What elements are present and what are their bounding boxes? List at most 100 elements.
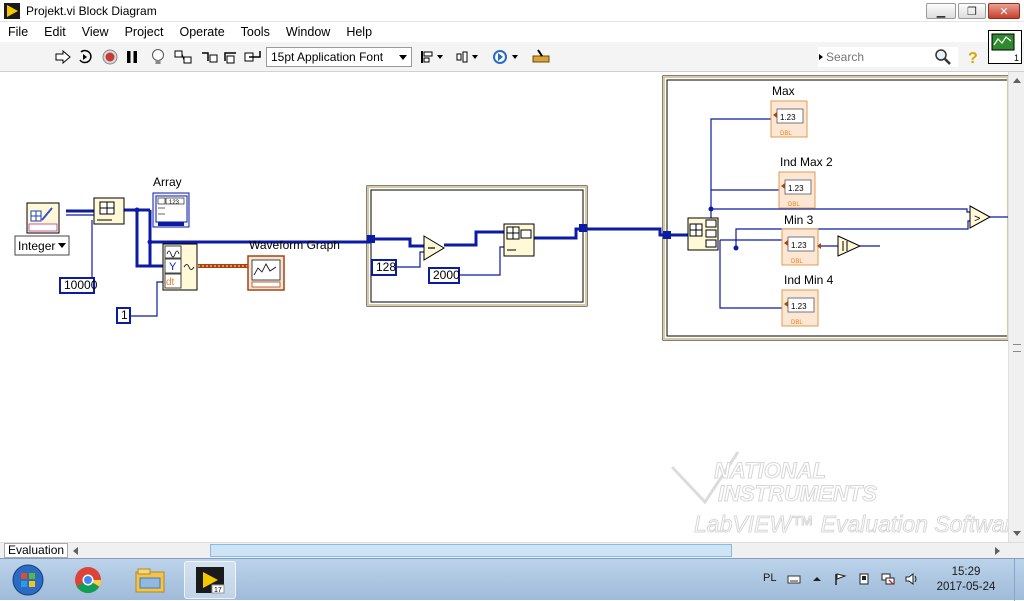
close-button[interactable]: ✕: [988, 3, 1020, 19]
dt-constant[interactable]: 1: [116, 307, 131, 324]
waveform-graph-terminal[interactable]: [247, 255, 285, 291]
menu-view[interactable]: View: [81, 25, 109, 39]
ind-max2-glyph: 1.23: [788, 184, 804, 193]
pause-icon[interactable]: [123, 48, 141, 66]
tunnels: [134, 206, 739, 251]
min3-label[interactable]: Min 3: [784, 213, 814, 227]
initialize-array-node[interactable]: [93, 197, 125, 225]
align-objects-icon[interactable]: [420, 48, 444, 66]
ind-min4-label[interactable]: Ind Min 4: [784, 273, 834, 287]
vi-icon-label: 1: [1014, 53, 1019, 63]
taskbar-chrome[interactable]: [62, 561, 114, 599]
ind-max2-indicator[interactable]: 1.23 DBL: [778, 171, 816, 209]
array-glyph: 123: [169, 200, 180, 206]
step-over-icon[interactable]: [222, 48, 240, 66]
start-button[interactable]: [2, 561, 54, 599]
window-title: Projekt.vi Block Diagram: [26, 3, 157, 18]
network-icon[interactable]: [881, 572, 895, 586]
taskbar-labview[interactable]: 17: [184, 561, 236, 599]
scroll-grip-icon[interactable]: [1013, 344, 1021, 352]
keyboard-icon[interactable]: [787, 572, 801, 586]
absolute-value-node[interactable]: [817, 235, 862, 257]
array-max-min-node[interactable]: [687, 217, 719, 251]
menu-edit[interactable]: Edit: [44, 25, 66, 39]
min3-dbl-tag: DBL: [791, 259, 803, 265]
array-indicator[interactable]: 123: [152, 192, 190, 228]
help-icon[interactable]: ?: [964, 48, 982, 66]
cleanup-diagram-icon[interactable]: [530, 48, 552, 66]
menu-file[interactable]: File: [8, 25, 29, 39]
distribute-objects-icon[interactable]: [456, 48, 480, 66]
search-icon[interactable]: [934, 48, 952, 66]
reorder-icon[interactable]: [492, 48, 520, 66]
greater-than-node[interactable]: >: [969, 205, 992, 229]
close-icon: ✕: [999, 5, 1009, 18]
array-subset-node[interactable]: [503, 223, 535, 257]
labview-icon: 17: [196, 567, 225, 594]
ind-min4-indicator[interactable]: 1.23 DBL: [781, 289, 819, 327]
array-label[interactable]: Array: [153, 175, 182, 189]
device-icon[interactable]: [857, 572, 871, 586]
labview-version-badge: 17: [214, 587, 222, 594]
menu-tools[interactable]: Tools: [240, 25, 270, 39]
menu-project[interactable]: Project: [124, 25, 164, 39]
build-waveform-dt-label: dt: [166, 277, 175, 288]
scroll-up-icon[interactable]: [1013, 78, 1021, 83]
build-waveform-node[interactable]: Y dt: [162, 243, 198, 291]
constant-128[interactable]: 128: [371, 259, 397, 276]
sequence-frame-2[interactable]: [662, 75, 1008, 341]
scroll-left-icon[interactable]: [73, 547, 78, 555]
toolbar: 15pt Application Font ?: [0, 42, 1024, 72]
search-input[interactable]: [826, 49, 928, 65]
labview-app-icon: [4, 2, 20, 19]
retain-wire-values-icon[interactable]: [174, 48, 192, 66]
font-select[interactable]: 15pt Application Font: [266, 47, 412, 67]
step-into-icon[interactable]: [200, 48, 218, 66]
clock-date: 2017-05-24: [936, 581, 996, 593]
waveform-generator-node[interactable]: [26, 202, 60, 234]
samples-constant[interactable]: 10000: [59, 277, 97, 294]
scroll-down-icon[interactable]: [1013, 531, 1021, 536]
status-bar: Evaluation: [0, 542, 1024, 558]
maximize-button[interactable]: ❐: [958, 3, 986, 19]
menu-operate[interactable]: Operate: [179, 25, 225, 39]
minimize-icon: ▁: [936, 5, 946, 18]
volume-icon[interactable]: [905, 572, 919, 586]
show-desktop-button[interactable]: [1014, 559, 1024, 601]
menu-window[interactable]: Window: [285, 25, 331, 39]
ind-max2-label[interactable]: Ind Max 2: [780, 155, 833, 169]
min3-indicator[interactable]: 1.23 DBL: [781, 228, 819, 266]
chrome-icon: [75, 567, 102, 594]
step-out-icon[interactable]: [244, 48, 262, 66]
max-label[interactable]: Max: [772, 84, 795, 98]
integer-ring[interactable]: Integer: [14, 235, 70, 256]
build-waveform-y-label: Y: [169, 261, 177, 273]
vi-connector-icon[interactable]: 1: [988, 30, 1022, 64]
ind-max2-dbl-tag: DBL: [788, 202, 800, 208]
menu-help[interactable]: Help: [346, 25, 373, 39]
block-diagram-canvas[interactable]: NATIONAL INSTRUMENTS LabVIEW™ Evaluation…: [0, 72, 1008, 542]
search-expand-icon[interactable]: [819, 54, 823, 60]
language-indicator[interactable]: PL: [763, 572, 777, 584]
run-arrow-icon[interactable]: [54, 48, 72, 66]
run-continuously-icon[interactable]: [77, 48, 95, 66]
wires[interactable]: [66, 118, 1008, 317]
subtract-node[interactable]: [423, 235, 445, 261]
taskbar-explorer[interactable]: [124, 561, 176, 599]
minimize-button[interactable]: ▁: [926, 3, 956, 19]
min3-glyph: 1.23: [791, 241, 807, 250]
vertical-scrollbar[interactable]: [1008, 72, 1024, 542]
font-select-value: 15pt Application Font: [271, 50, 384, 64]
scroll-right-icon[interactable]: [995, 547, 1000, 555]
integer-ring-label: Integer: [18, 239, 55, 253]
show-hidden-icons-icon[interactable]: [810, 572, 824, 586]
ni-watermark: NATIONAL INSTRUMENTS LabVIEW™ Evaluation…: [670, 451, 1008, 538]
constant-2000[interactable]: 2000: [428, 267, 460, 284]
max-indicator[interactable]: 1.23 DBL: [770, 100, 808, 138]
action-center-flag-icon[interactable]: [833, 572, 847, 586]
highlight-execution-icon[interactable]: [149, 48, 167, 66]
waveform-graph-label[interactable]: Waveform Graph: [249, 238, 340, 252]
system-clock[interactable]: 15:29 2017-05-24: [930, 565, 1002, 595]
horizontal-scroll-thumb[interactable]: [210, 544, 732, 557]
abort-icon[interactable]: [101, 48, 119, 66]
